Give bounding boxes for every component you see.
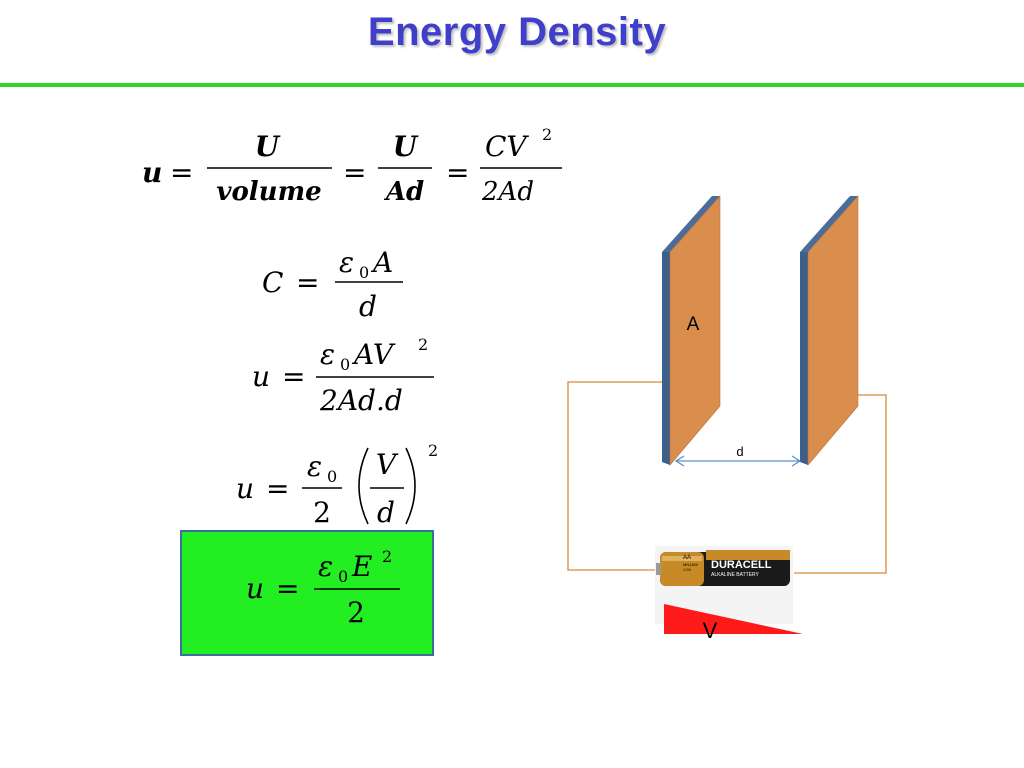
eq1-equals-2: = [343, 156, 366, 189]
eq3-num-sup: 2 [418, 335, 428, 354]
equation-energy-density-result: u = ε 0 E 2 2 [246, 547, 400, 629]
eq3-num: AV [351, 338, 396, 371]
battery-size-label: AA [683, 555, 691, 561]
eq3-epsilon-sub: 0 [340, 355, 350, 374]
battery-type-label: ALKALINE BATTERY [711, 572, 760, 578]
wire-left [567, 381, 664, 571]
eq2-num: A [370, 246, 393, 279]
eq3-lhs: u [252, 360, 270, 393]
plate-separation-label: d [736, 444, 743, 459]
eq4-V: V [376, 448, 399, 481]
separation-arrow [674, 455, 802, 467]
eq1-num-3: CV [485, 130, 529, 163]
voltage-indicator-wedge [664, 604, 803, 634]
battery-model-label: MN1500 [683, 562, 699, 567]
eq1-num-2: U [393, 130, 419, 163]
eq4-epsilon: ε [307, 450, 322, 483]
equation-energy-density-definition: u = U volume = U Ad = CV 2 2Ad [142, 125, 562, 207]
eq1-equals-1: = [170, 156, 193, 189]
eq5-epsilon: ε [318, 550, 333, 583]
eq4-equals: = [266, 472, 289, 505]
eq5-den: 2 [347, 596, 365, 629]
voltage-label: V [703, 618, 718, 643]
eq1-den-3: 2Ad [481, 177, 534, 207]
eq5-lhs: u [246, 572, 264, 605]
eq1-den-1: volume [216, 177, 321, 207]
eq5-num: E [351, 550, 372, 583]
eq3-equals: = [282, 360, 305, 393]
capacitor-plate-right [800, 195, 859, 466]
eq2-lhs: C [262, 266, 283, 299]
eq3-epsilon: ε [320, 338, 335, 371]
eq4-epsilon-sub: 0 [327, 467, 337, 486]
eq1-lhs: u [142, 156, 162, 189]
plate-area-label: A [687, 314, 700, 335]
battery-voltage-label: 1.5V [683, 567, 692, 572]
wire-right [794, 394, 887, 574]
eq4-left-paren [358, 447, 369, 525]
eq5-epsilon-sub: 0 [338, 567, 348, 586]
circuit-wires [567, 381, 887, 574]
eq4-right-paren [405, 447, 416, 525]
eq4-lhs: u [236, 472, 254, 505]
eq1-equals-3: = [446, 156, 469, 189]
eq2-equals: = [296, 266, 319, 299]
capacitor-plate-left [662, 195, 721, 466]
eq1-den-2: Ad [383, 177, 424, 207]
slide-title: Energy Density [367, 10, 667, 54]
eq5-equals: = [276, 572, 299, 605]
eq4-d: d [377, 496, 395, 529]
eq4-power: 2 [428, 441, 438, 460]
highlight-box [180, 530, 434, 656]
equation-energy-substituted: u = ε 0 AV 2 2Ad.d [252, 335, 434, 417]
title-underline [0, 83, 1024, 87]
eq4-two: 2 [313, 496, 331, 529]
eq1-num-3-sup: 2 [542, 125, 552, 144]
eq1-num-1: U [255, 130, 281, 163]
eq2-den: d [359, 290, 377, 323]
eq2-epsilon-sub: 0 [359, 263, 369, 282]
battery-brand-label: DURACELL [711, 559, 772, 571]
eq2-epsilon: ε [339, 246, 354, 279]
equation-energy-field-form: u = ε 0 2 V d 2 [236, 441, 438, 529]
eq3-den: 2Ad.d [319, 384, 403, 417]
equation-capacitance: C = ε 0 A d [262, 246, 403, 323]
eq5-num-sup: 2 [382, 547, 392, 566]
